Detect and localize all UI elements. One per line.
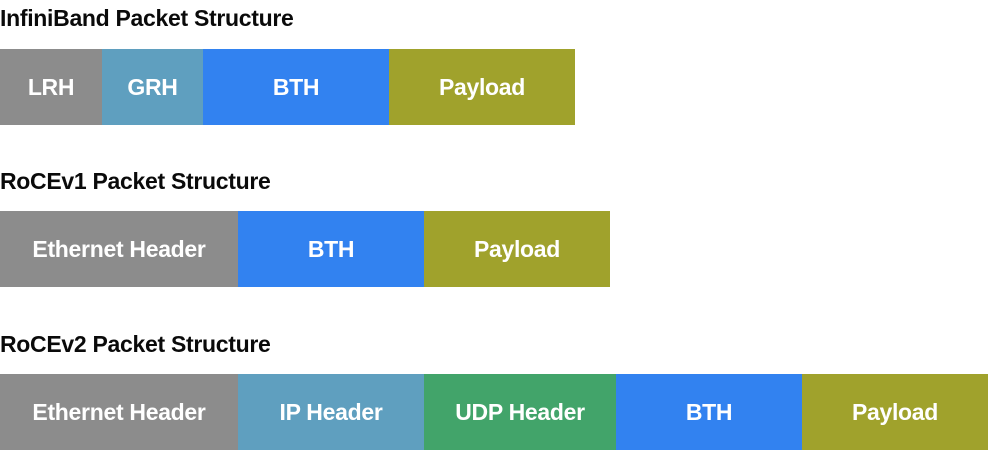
- rocev1-title: RoCEv1 Packet Structure: [0, 168, 271, 194]
- infiniband-segment-lrh: LRH: [0, 49, 102, 125]
- rocev2-segment-ethernet-header: Ethernet Header: [0, 374, 238, 450]
- rocev2-segment-ip-header: IP Header: [238, 374, 424, 450]
- rocev1-segment-payload: Payload: [424, 211, 610, 287]
- rocev1-segment-bth: BTH: [238, 211, 424, 287]
- rocev2-segment-bth: BTH: [616, 374, 802, 450]
- rocev2-segment-udp-header: UDP Header: [424, 374, 616, 450]
- rocev2-segment-payload: Payload: [802, 374, 988, 450]
- rocev1-packet-row: Ethernet Header BTH Payload: [0, 211, 610, 287]
- rocev2-packet-row: Ethernet Header IP Header UDP Header BTH…: [0, 374, 988, 450]
- infiniband-segment-bth: BTH: [203, 49, 389, 125]
- rocev2-title: RoCEv2 Packet Structure: [0, 331, 271, 357]
- infiniband-packet-row: LRH GRH BTH Payload: [0, 49, 575, 125]
- infiniband-segment-payload: Payload: [389, 49, 575, 125]
- rocev1-segment-ethernet-header: Ethernet Header: [0, 211, 238, 287]
- infiniband-title: InfiniBand Packet Structure: [0, 5, 294, 31]
- infiniband-segment-grh: GRH: [102, 49, 203, 125]
